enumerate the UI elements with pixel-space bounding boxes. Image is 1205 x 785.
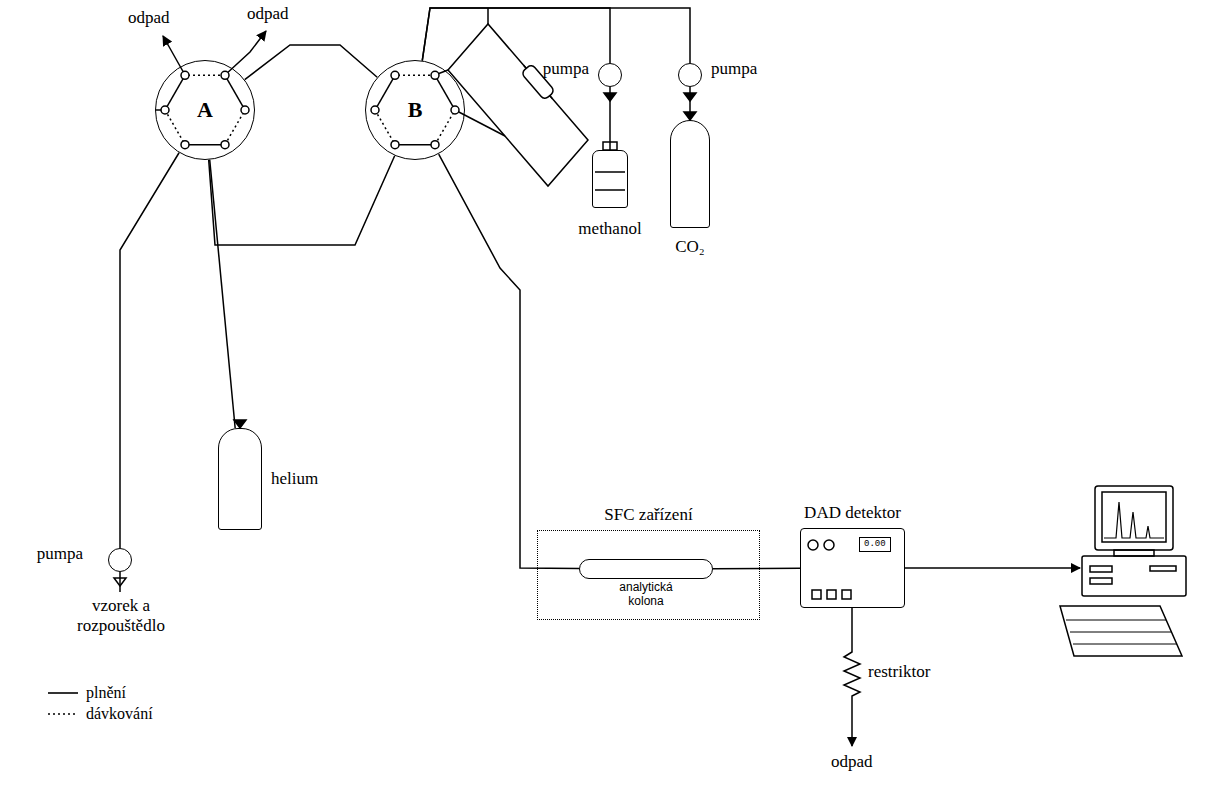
valve-a: A <box>155 60 255 160</box>
port-stub <box>455 110 505 136</box>
load-channel <box>185 144 225 146</box>
restrictor-label: restriktor <box>868 662 930 682</box>
solvent-label: methanol <box>578 219 641 239</box>
valve-b: B <box>365 60 465 160</box>
valve-port <box>241 106 249 114</box>
detector-button <box>812 590 821 599</box>
display-reading: 0.00 <box>859 537 891 552</box>
port-stub <box>487 8 489 24</box>
loop-frame <box>448 24 588 186</box>
oven-box: SFC zařízeníanalytická kolona <box>537 530 760 620</box>
pipe-connector <box>689 87 691 120</box>
valve-port <box>431 141 439 149</box>
legend-sample <box>48 709 78 719</box>
inject-channel <box>395 75 435 77</box>
load-channel <box>395 144 435 146</box>
valve-port <box>451 106 459 114</box>
waste-label: odpad <box>247 4 289 24</box>
detector-button <box>827 590 836 599</box>
valve-port <box>221 141 229 149</box>
sample-line <box>119 572 121 592</box>
pump: pumpa <box>678 63 702 87</box>
oven-label: SFC zařízení <box>604 505 692 525</box>
inject-channel <box>435 110 455 145</box>
pipe-connector <box>245 45 377 80</box>
solvent-bottle: methanol <box>592 150 628 208</box>
gas-cylinder: CO₂ <box>670 120 710 228</box>
inject-channel <box>165 110 185 145</box>
inject-channel <box>375 110 395 145</box>
bottle-band <box>595 171 625 173</box>
detector-knob <box>824 540 834 550</box>
pipe-connector <box>439 154 579 568</box>
valve-port <box>221 71 229 79</box>
resistor-symbol <box>844 608 860 746</box>
column: analytická kolona <box>579 559 713 579</box>
valve-letter: A <box>156 61 254 159</box>
detector-knob <box>808 540 818 550</box>
detector-button <box>842 590 851 599</box>
column-label: analytická kolona <box>606 581 686 609</box>
gas-label: helium <box>271 469 318 489</box>
detector: DAD detektor0.00 <box>800 528 905 608</box>
valve-port <box>161 106 169 114</box>
legend: plnění dávkování <box>48 682 153 724</box>
pipe-connector <box>422 8 610 63</box>
legend-row: dávkování <box>48 703 153 724</box>
pipe-connector <box>713 568 800 570</box>
legend-sample <box>48 688 78 698</box>
legend-row: plnění <box>48 682 153 703</box>
pump-label: pumpa <box>711 59 757 79</box>
sample-label: vzorek a rozpouštědlo <box>62 596 180 635</box>
load-channel <box>225 75 245 110</box>
waste-label: odpad <box>831 752 873 772</box>
bottle-band <box>595 189 625 191</box>
computer-icon <box>1060 486 1186 656</box>
pipe-connector <box>120 153 179 548</box>
load-channel <box>165 75 185 110</box>
signal-arrow <box>905 567 1080 569</box>
load-channel <box>375 75 395 110</box>
valve-port <box>181 141 189 149</box>
pump: pumpa <box>108 548 132 572</box>
legend-text: plnění <box>86 684 126 702</box>
waste-line <box>163 36 185 75</box>
valve-port <box>371 106 379 114</box>
pipe-connector <box>210 160 235 428</box>
pump-label: pumpa <box>37 544 83 564</box>
gas-cylinder: helium <box>218 428 262 530</box>
valve-port <box>391 141 399 149</box>
pump: pumpa <box>598 63 622 87</box>
load-channel <box>435 75 455 110</box>
pipe-connector <box>209 156 395 245</box>
legend-text: dávkování <box>86 705 153 723</box>
pump-label: pumpa <box>543 59 589 79</box>
pipe-connector <box>422 8 690 63</box>
valve-letter: B <box>366 61 464 159</box>
valve-port <box>391 71 399 79</box>
waste-label: odpad <box>128 8 170 28</box>
valve-port <box>431 71 439 79</box>
gas-label: CO₂ <box>675 237 705 257</box>
inject-channel <box>185 75 225 77</box>
pipe-connector <box>609 87 611 150</box>
inject-channel <box>225 110 245 145</box>
valve-port <box>181 71 189 79</box>
detector-label: DAD detektor <box>804 503 901 523</box>
